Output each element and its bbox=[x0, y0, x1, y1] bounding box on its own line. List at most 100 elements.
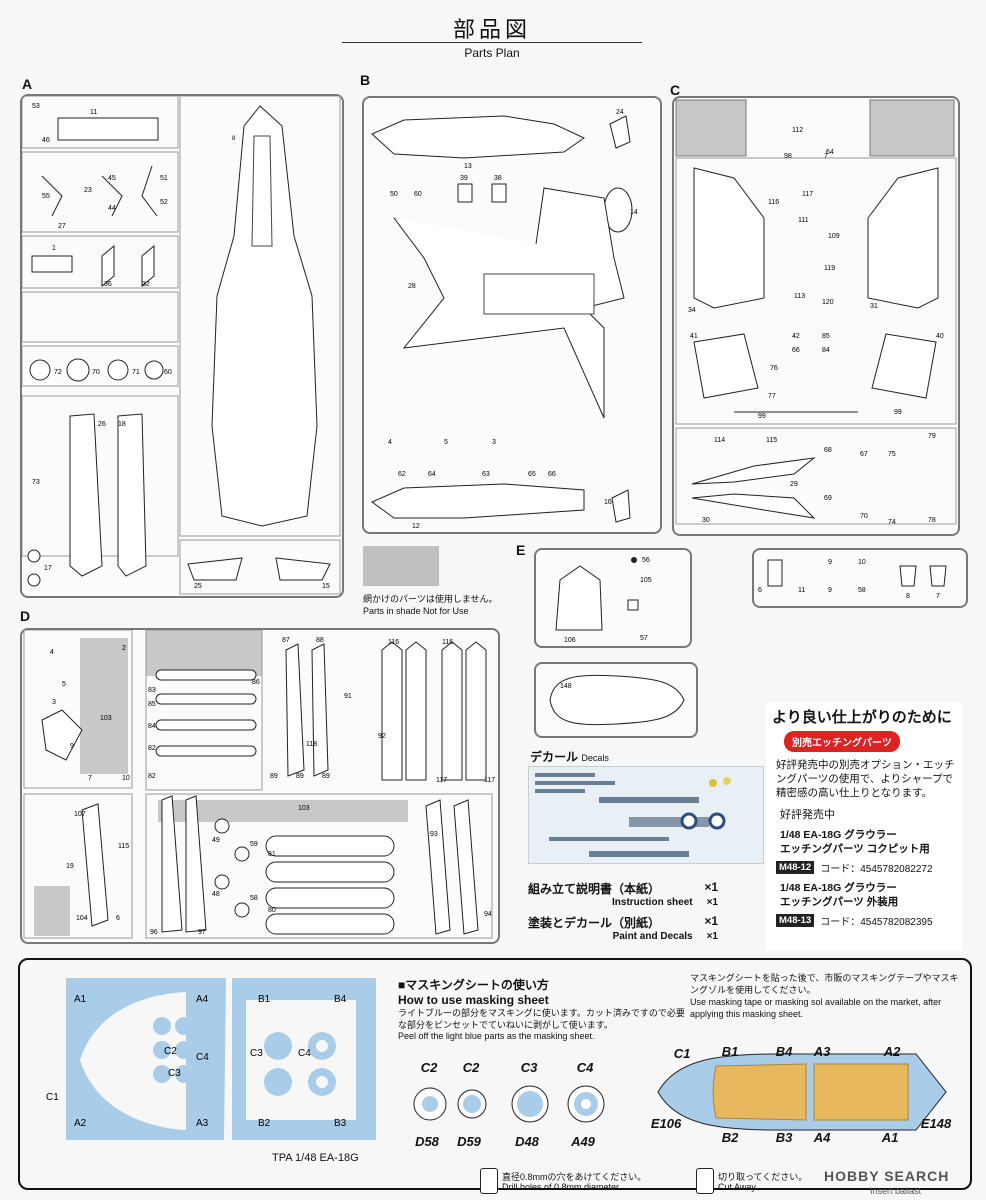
svg-text:57: 57 bbox=[640, 635, 648, 642]
svg-text:117: 117 bbox=[484, 777, 495, 784]
svg-text:86: 86 bbox=[252, 679, 260, 686]
product-tag: M48-12 bbox=[776, 861, 815, 874]
canopy-label: A4 bbox=[813, 1130, 831, 1145]
svg-text:119: 119 bbox=[824, 265, 835, 272]
svg-text:B1: B1 bbox=[258, 994, 271, 1005]
svg-text:30: 30 bbox=[702, 517, 710, 524]
svg-text:4: 4 bbox=[388, 439, 392, 446]
circle-bottom-label: D48 bbox=[515, 1134, 539, 1149]
product-sub: エッチングパーツ コクピット用 bbox=[780, 843, 930, 855]
circle-bottom-label: D58 bbox=[415, 1134, 439, 1149]
svg-text:118: 118 bbox=[306, 741, 317, 748]
svg-text:53: 53 bbox=[32, 103, 40, 110]
masking-heading-en: How to use masking sheet bbox=[398, 993, 549, 1007]
svg-text:91: 91 bbox=[344, 693, 352, 700]
svg-text:10: 10 bbox=[122, 775, 130, 782]
svg-text:27: 27 bbox=[58, 223, 66, 230]
svg-text:41: 41 bbox=[690, 333, 698, 340]
svg-text:25: 25 bbox=[194, 583, 202, 590]
masking-note-jp: マスキングシートを貼った後で、市販のマスキングテープやマスキングゾルを使用してく… bbox=[690, 973, 959, 995]
svg-text:116: 116 bbox=[768, 199, 779, 206]
content-jp: 組み立て説明書（本紙） bbox=[528, 882, 661, 896]
svg-text:7: 7 bbox=[824, 153, 828, 160]
svg-text:51: 51 bbox=[160, 175, 168, 182]
svg-text:73: 73 bbox=[32, 479, 40, 486]
circle-drawings bbox=[413, 1085, 605, 1123]
svg-text:39: 39 bbox=[460, 175, 468, 182]
cut-note-en: Cut Away bbox=[718, 1182, 756, 1192]
masking-note-en: Use masking tape or masking sol availabl… bbox=[690, 997, 942, 1019]
svg-text:46: 46 bbox=[42, 137, 50, 144]
svg-text:97: 97 bbox=[198, 929, 206, 936]
contents-row-en: Paint and Decals ×1 bbox=[528, 931, 718, 942]
product-code-row: M48-12 コード：4545782082272 bbox=[776, 860, 962, 875]
masking-instructions: ■マスキングシートの使い方 How to use masking sheet ラ… bbox=[398, 976, 688, 1041]
svg-text:4: 4 bbox=[50, 649, 54, 656]
decals-title-jp: デカール bbox=[530, 750, 579, 764]
promo-product: 1/48 EA-18G グラウラー エッチングパーツ コクピット用 bbox=[780, 828, 962, 856]
svg-text:89: 89 bbox=[296, 773, 304, 780]
svg-text:3: 3 bbox=[52, 699, 56, 706]
svg-text:85: 85 bbox=[822, 333, 830, 340]
shade-sample bbox=[363, 546, 439, 586]
section-label-e: E bbox=[516, 542, 526, 558]
svg-text:56: 56 bbox=[642, 557, 650, 564]
circle-bottom-label: A49 bbox=[571, 1134, 595, 1149]
svg-text:58: 58 bbox=[858, 587, 866, 594]
content-jp: 塗装とデカール（別紙） bbox=[528, 916, 661, 930]
product-code: コード：4545782082272 bbox=[820, 864, 933, 875]
svg-text:15: 15 bbox=[322, 583, 330, 590]
product-sub: エッチングパーツ 外装用 bbox=[780, 896, 899, 908]
product-code-row: M48-13 コード：4545782082395 bbox=[776, 913, 962, 928]
svg-text:62: 62 bbox=[398, 471, 406, 478]
svg-text:117: 117 bbox=[436, 777, 447, 784]
canopy-masking-drawing bbox=[657, 1053, 947, 1131]
svg-text:7: 7 bbox=[88, 775, 92, 782]
svg-text:C1: C1 bbox=[46, 1092, 59, 1103]
svg-text:42: 42 bbox=[792, 333, 800, 340]
svg-text:68: 68 bbox=[824, 447, 832, 454]
svg-text:105: 105 bbox=[640, 577, 652, 584]
svg-text:94: 94 bbox=[484, 911, 492, 918]
svg-text:65: 65 bbox=[528, 471, 536, 478]
svg-text:63: 63 bbox=[482, 471, 490, 478]
svg-text:71: 71 bbox=[132, 369, 140, 376]
masking-circles: C2 C2 C3 C4 bbox=[410, 1060, 620, 1130]
canopy-label: A3 bbox=[813, 1044, 831, 1059]
svg-text:32: 32 bbox=[142, 281, 150, 288]
svg-text:C4: C4 bbox=[196, 1052, 209, 1063]
canopy-label: B3 bbox=[775, 1130, 793, 1145]
svg-text:12: 12 bbox=[412, 523, 420, 530]
section-label-d: D bbox=[20, 608, 31, 624]
svg-text:5: 5 bbox=[444, 439, 448, 446]
canopy-label: A2 bbox=[883, 1044, 901, 1059]
svg-text:14: 14 bbox=[630, 209, 638, 216]
svg-text:82: 82 bbox=[148, 745, 156, 752]
svg-text:6: 6 bbox=[116, 915, 120, 922]
svg-text:34: 34 bbox=[688, 307, 696, 314]
product-code: コード：4545782082395 bbox=[820, 917, 933, 928]
drill-icon bbox=[480, 1168, 498, 1194]
decals-title-en: Decals bbox=[581, 753, 609, 763]
shade-note-en: Parts in shade Not for Use bbox=[363, 606, 469, 616]
svg-text:99: 99 bbox=[894, 409, 902, 416]
promo-text: 好評発売中の別売オプション・エッチングパーツの使用で、よりシャープで精密感の高い… bbox=[776, 759, 955, 799]
drill-note-jp: 直径0.8mmの穴をあけてください。 bbox=[502, 1172, 647, 1182]
decal-sheet-drawing bbox=[535, 773, 731, 857]
circle-top-label: C2 bbox=[420, 1060, 438, 1075]
svg-text:18: 18 bbox=[118, 421, 126, 428]
content-en: Instruction sheet bbox=[612, 897, 693, 908]
content-qty: ×1 bbox=[704, 880, 718, 894]
svg-text:9: 9 bbox=[828, 587, 832, 594]
cut-note-jp: 切り取ってください。 bbox=[718, 1172, 808, 1182]
ballast-note: Insert ballast bbox=[870, 1186, 922, 1196]
contents-row: 塗装とデカール（別紙） ×1 bbox=[528, 914, 718, 931]
masking-body-jp: ライトブルーの部分をマスキングに使います。カット済みですので必要な部分をピンセッ… bbox=[398, 1008, 685, 1030]
svg-text:17: 17 bbox=[44, 565, 52, 572]
svg-text:64: 64 bbox=[428, 471, 436, 478]
svg-text:8: 8 bbox=[232, 136, 236, 142]
